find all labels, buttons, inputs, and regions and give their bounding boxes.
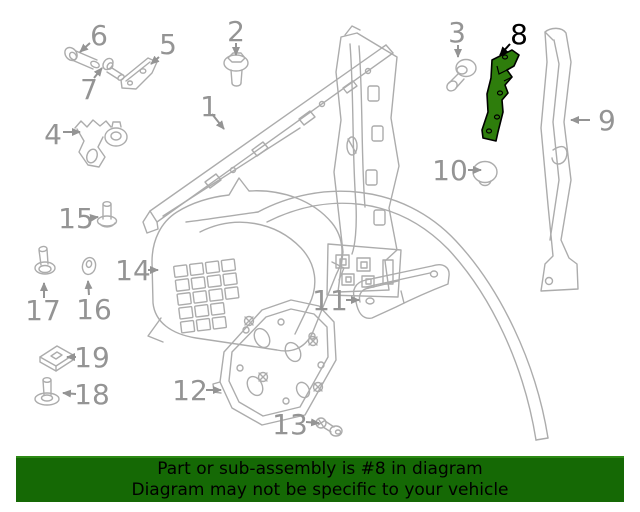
part-15-stud xyxy=(96,200,118,228)
callout-7: 7 xyxy=(80,67,103,106)
callout-19-label: 19 xyxy=(74,341,110,374)
callout-12: 12 xyxy=(172,374,222,407)
part-2-bolt xyxy=(223,52,249,87)
part-10-clip xyxy=(472,160,498,187)
part-17-bolt xyxy=(34,245,56,275)
part-18-stud xyxy=(34,377,60,406)
callout-8-label: 8 xyxy=(510,18,528,51)
banner-line-1: Part or sub-assembly is #8 in diagram xyxy=(157,459,483,479)
callout-15: 15 xyxy=(58,202,99,235)
callout-16-label: 16 xyxy=(76,293,112,326)
part-16-grommet xyxy=(81,256,97,276)
callout-16: 16 xyxy=(76,280,112,326)
callout-14-label: 14 xyxy=(115,254,151,287)
callout-12-label: 12 xyxy=(172,374,208,407)
callout-5: 5 xyxy=(150,28,177,65)
part-9-reinforcement-panel xyxy=(540,27,579,292)
callout-10-label: 10 xyxy=(432,154,468,187)
callout-5-label: 5 xyxy=(159,28,177,61)
callout-6: 6 xyxy=(79,19,108,53)
callout-2: 2 xyxy=(227,15,245,56)
callout-11: 11 xyxy=(312,284,360,317)
part-5-bracket xyxy=(120,57,158,90)
part-7-bolt xyxy=(102,57,125,81)
part-11-bracket xyxy=(352,264,450,319)
banner-line-2: Diagram may not be specific to your vehi… xyxy=(131,480,509,500)
part-12-mounting-plate xyxy=(212,299,337,426)
callout-17-label: 17 xyxy=(25,294,61,327)
callout-1: 1 xyxy=(200,90,225,130)
callout-19: 19 xyxy=(66,341,110,374)
callout-4-label: 4 xyxy=(44,118,62,151)
callout-4: 4 xyxy=(44,118,81,151)
callout-3: 3 xyxy=(448,16,466,58)
part-19-nut-plate xyxy=(39,345,74,372)
callout-14: 14 xyxy=(115,254,159,287)
callout-18: 18 xyxy=(62,378,110,411)
callout-9-label: 9 xyxy=(598,104,616,137)
part-14-fender-liner xyxy=(147,177,345,352)
apron-pillar-structure xyxy=(326,25,402,298)
callout-3-label: 3 xyxy=(448,16,466,49)
part-13-screw xyxy=(315,417,343,437)
callout-13-label: 13 xyxy=(272,408,308,441)
part-4-bracket-assembly xyxy=(74,119,128,168)
callout-11-label: 11 xyxy=(312,284,348,317)
callout-1-label: 1 xyxy=(200,90,218,123)
part-3-retainer xyxy=(446,58,477,92)
callout-9: 9 xyxy=(570,104,616,137)
callout-8: 8 xyxy=(499,18,528,56)
part-1-fender-panel xyxy=(142,44,549,441)
callout-18-label: 18 xyxy=(74,378,110,411)
callout-7-label: 7 xyxy=(80,73,98,106)
callout-17: 17 xyxy=(25,282,61,327)
callout-10: 10 xyxy=(432,154,482,187)
part-8-bracket-highlighted xyxy=(481,49,520,142)
highlight-banner: Part or sub-assembly is #8 in diagram Di… xyxy=(16,456,624,502)
callout-2-label: 2 xyxy=(227,15,245,48)
callout-15-label: 15 xyxy=(58,202,94,235)
callout-13: 13 xyxy=(272,408,320,441)
callout-6-label: 6 xyxy=(90,19,108,52)
